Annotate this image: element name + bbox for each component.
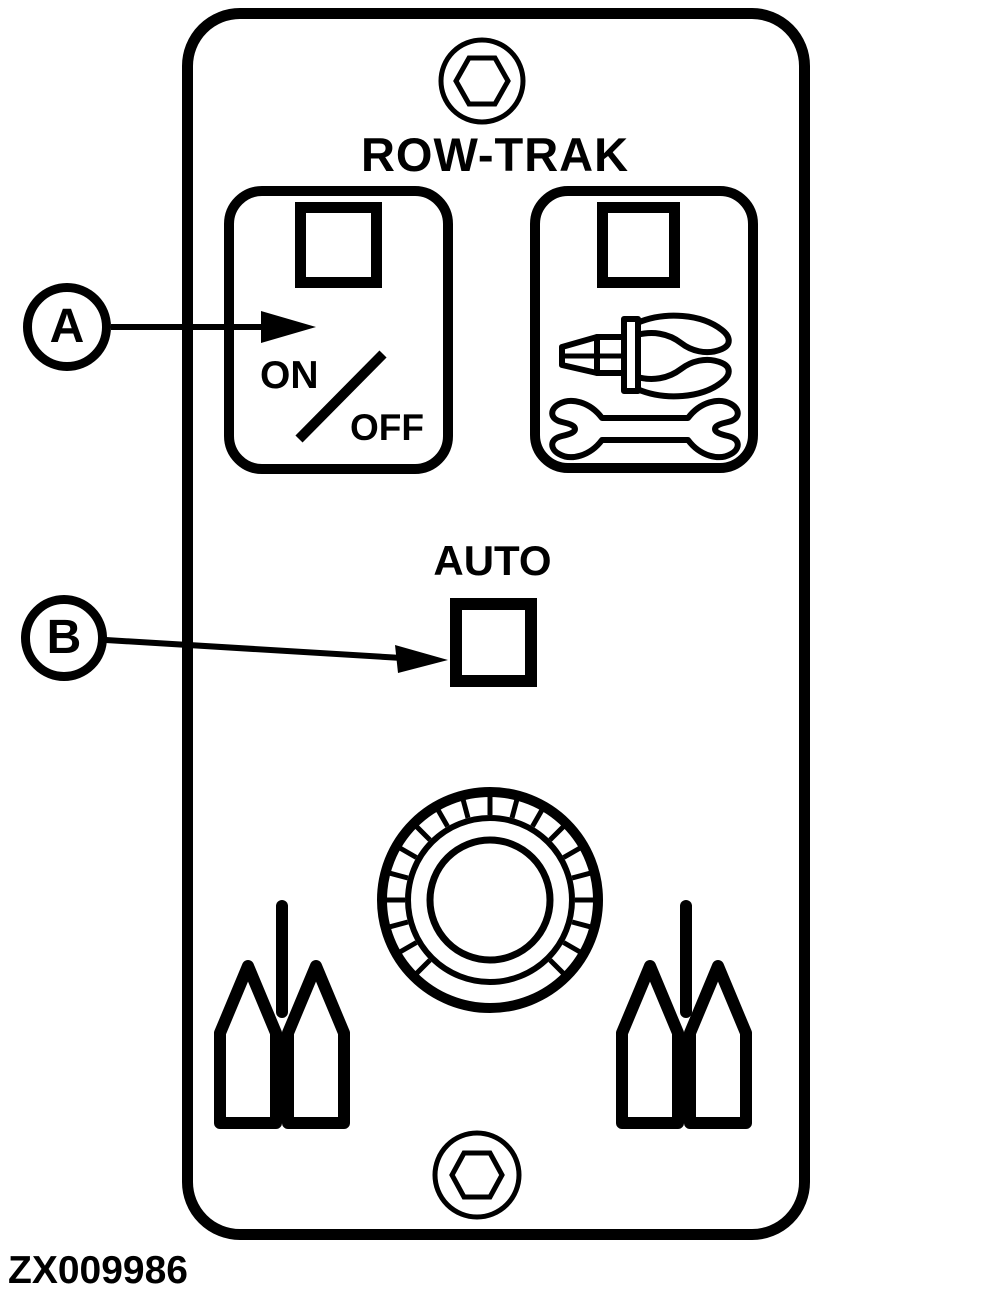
panel-title: ROW-TRAK [360, 128, 630, 181]
power-switch-indicator-square [295, 202, 382, 288]
callout-b-letter: B [46, 611, 82, 664]
power-switch-on-label: ON [260, 354, 319, 397]
power-switch-off-label: OFF [350, 407, 424, 448]
callout-a-letter: A [49, 300, 85, 353]
callout-b-bubble: B [21, 595, 107, 681]
callout-a-bubble: A [23, 283, 111, 371]
figure-code: ZX009986 [8, 1249, 188, 1292]
auto-button-square [450, 598, 537, 687]
service-switch-indicator-square [597, 202, 680, 288]
auto-button-label: AUTO [433, 537, 552, 584]
